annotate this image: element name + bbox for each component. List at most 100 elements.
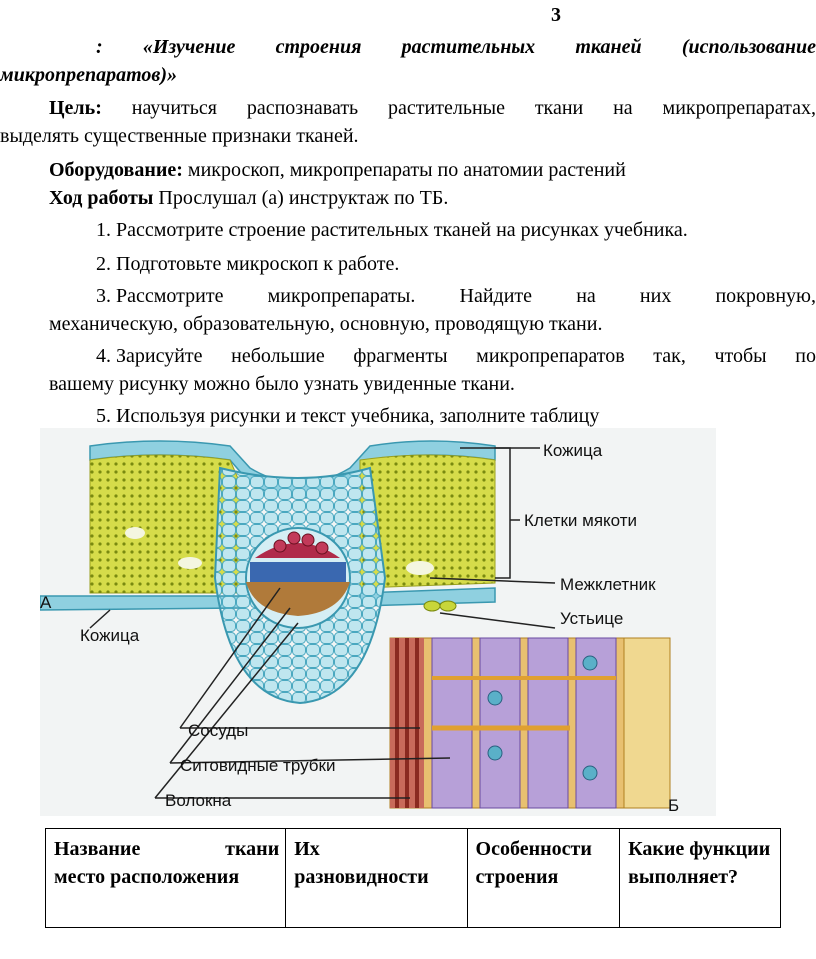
vessel-cell [273,539,287,553]
page-number: 3 [551,4,561,26]
step-word: по [795,345,816,367]
companion-cell [582,655,598,671]
fibers-pointer-a [154,622,299,799]
equipment-label: Оборудование: [49,159,183,181]
goal-line-2: выделять существенные признаки тканей. [0,125,359,147]
step-5: 5. Используя рисунки и текст учебника, з… [96,405,600,427]
vessel-cell [315,541,329,555]
title-line-2: микропрепаратов)» [0,64,177,86]
lower-epidermis-left [40,595,241,611]
header-line: Их [294,838,320,860]
header-features: Особенности строения [466,828,621,928]
step-word: покровную, [715,285,816,307]
label-panel-a: А [40,593,52,612]
conducting-tissue-panel [389,637,671,809]
phloem-layer [246,582,350,616]
label-mesophyll: Клетки мякоти [524,511,637,530]
title-word: тканей [575,36,642,58]
label-vessels: Сосуды [188,721,248,740]
goal-line-1: Цель: научиться распознавать растительны… [49,94,816,122]
intercellular-space [406,561,434,575]
step-word: небольшие [231,345,325,367]
step-4-line-2: вашему рисунку можно было узнать увиденн… [49,373,515,395]
title-word: «Изучение [142,36,236,58]
sieve-pointer-a [169,607,291,764]
mesophyll-right-chloroplasts [360,455,495,588]
fiber-line [395,638,399,808]
fiber-column [623,637,671,809]
course-line: Ход работы Прослушал (а) инструктаж по Т… [49,184,448,212]
goal-word: на [613,97,633,119]
stoma-cell [439,600,457,612]
label-panel-b: Б [668,796,679,815]
mesophyll-left-chloroplasts [90,455,240,593]
title-word: : [96,36,103,58]
header-line: разновидности [294,866,429,888]
vessels-pointer-a [179,587,281,729]
sieve-tube [527,637,569,809]
goal-word: распознавать [246,97,359,119]
companion-cell [487,745,503,761]
step-word: на [576,285,596,307]
sieve-tube [479,637,521,809]
cambium-layer [250,562,346,582]
sieve-tube [431,637,473,809]
skin-left-pointer [89,609,111,629]
step-word: фрагменты [353,345,448,367]
fiber-line [415,638,419,808]
step-word: 4. Зарисуйте [96,345,203,367]
plant-tissue-figure: Кожица Клетки мякоти Межклетник Устьице … [40,428,716,816]
header-word: Название [54,838,141,860]
goal-word: микропрепаратах, [662,97,816,119]
goal-word: ткани [534,97,584,119]
tissue-table: Название ткани место расположения Их раз… [44,828,781,928]
step-2: 2. Подготовьте микроскоп к работе. [96,253,400,275]
step-word: чтобы [714,345,767,367]
step-1: 1. Рассмотрите строение растительных тка… [96,219,688,241]
title-word: строения [275,36,362,58]
label-skin-right: Кожица [543,441,603,460]
vessel-cell [287,531,301,545]
goal-label: Цель: [49,97,102,119]
header-line: Название ткани [54,835,279,863]
step-4-line-1: 4. Зарисуйте небольшие фрагменты микропр… [96,342,816,370]
vessel-cell [301,533,315,547]
intercellular-pointer [429,577,556,584]
header-tissue-name: Название ткани место расположения [44,828,287,928]
table-header-row: Название ткани место расположения Их раз… [44,828,781,928]
goal-word: растительные [388,97,505,119]
intercellular-space [125,527,145,539]
step-word: Найдите [459,285,533,307]
label-skin-left: Кожица [80,626,140,645]
step-word: них [639,285,672,307]
course-text: Прослушал (а) инструктаж по ТБ. [153,187,449,209]
stoma-cell [423,600,441,612]
companion-cell [582,765,598,781]
step-word: так, [653,345,686,367]
label-intercellular: Межклетник [560,575,656,594]
course-label: Ход работы [49,187,154,209]
companion-cell [487,690,503,706]
title-word: (использование [681,36,816,58]
equipment-line: Оборудование: микроскоп, микропрепараты … [49,156,626,184]
goal-word: научиться [131,97,217,119]
step-3-line-1: 3. Рассмотрите микропрепараты. Найдите н… [96,282,816,310]
header-line: место расположения [54,866,240,888]
stoma-pointer [439,612,556,629]
label-sieve-tubes: Ситовидные трубки [180,756,335,775]
title-word: растительных [401,36,536,58]
label-fibers: Волокна [165,791,232,810]
header-functions: Какие функции выполняет? [619,828,781,928]
intercellular-space [178,557,202,569]
sieve-pointer-b [169,757,451,764]
equipment-text: микроскоп, микропрепараты по анатомии ра… [182,159,626,181]
step-3-line-2: механическую, образовательную, основную,… [49,313,603,335]
step-word: микропрепараты. [267,285,416,307]
label-stoma: Устьице [560,609,623,628]
step-word: микропрепаратов [476,345,625,367]
title-line-1: : «Изучение строения растительных тканей… [96,36,816,59]
step-word: 3. Рассмотрите [96,285,224,307]
header-word: ткани [225,838,280,860]
fiber-line [405,638,409,808]
header-varieties: Их разновидности [285,828,468,928]
